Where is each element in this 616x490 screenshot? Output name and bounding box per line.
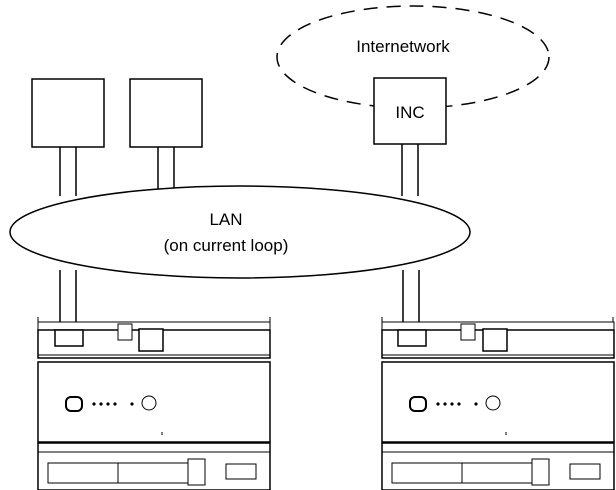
node-box-middle — [129, 78, 203, 148]
internetwork-cloud — [276, 5, 550, 109]
button-circle-left — [141, 395, 157, 411]
lan-port-left — [54, 329, 84, 347]
led-indicator-right — [409, 396, 427, 412]
cables — [59, 144, 420, 330]
node-box-left — [31, 78, 105, 148]
inc-label: INC — [395, 103, 424, 122]
controller-device-right — [381, 317, 615, 490]
led-indicator-left — [65, 396, 83, 412]
internetwork-label: Internetwork — [356, 37, 450, 56]
lan-port-right — [397, 329, 427, 347]
controller-device-left — [37, 317, 271, 490]
lan-sublabel: (on current loop) — [164, 236, 289, 255]
button-circle-right — [485, 395, 501, 411]
inc-box — [373, 77, 447, 145]
lan-label: LAN — [209, 210, 242, 229]
lan-ellipse — [9, 185, 471, 279]
